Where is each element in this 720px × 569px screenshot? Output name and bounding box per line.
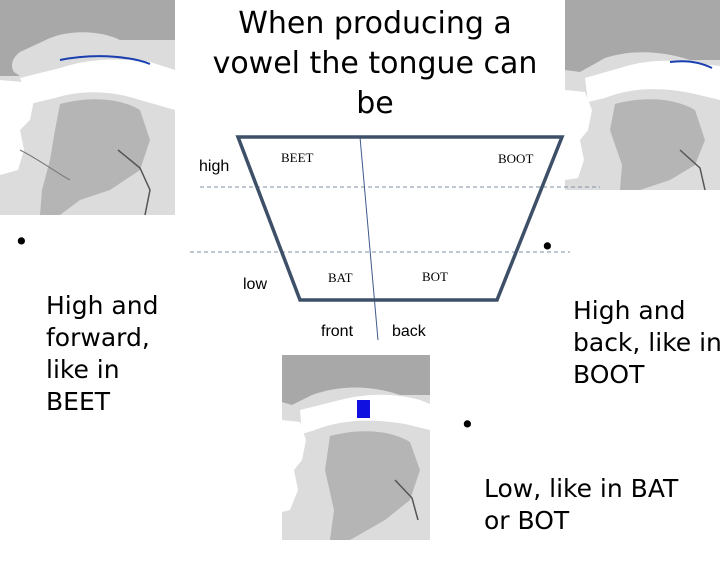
bullet-text: Low, like in BAT or BOT [484,474,679,535]
axis-label-back: back [392,323,426,340]
bullet-text: High and back, like in BOOT [573,296,720,389]
bullet-high-forward: • High and forward, like in BEET [14,226,204,450]
vowel-label-beet: BEET [281,150,314,165]
tongue-position-marker [357,400,370,418]
head-cross-section-top-right [565,0,720,191]
axis-label-low: low [243,276,268,293]
vowel-label-bat: BAT [328,270,353,285]
front-back-divider [359,136,379,341]
slide-title: When producing a vowel the tongue can be [212,6,538,121]
head-cross-section-bottom [282,355,430,540]
bullet-marker: • [540,232,555,261]
vowel-label-bot: BOT [422,269,448,284]
bullet-marker: • [460,410,475,439]
bullet-high-back: • High and back, like in BOOT [540,231,720,423]
vowel-label-boot: BOOT [498,151,534,166]
bullet-low: • Low, like in BAT or BOT [460,409,720,569]
bullet-marker: • [14,227,29,256]
bullet-text: High and forward, like in BEET [46,291,159,416]
vowel-trapezoid-chart [190,135,600,341]
axis-label-front: front [321,323,354,340]
vocal-tract-top-left [0,0,720,540]
head-cross-section-top-left [0,0,175,216]
vowel-trapezoid [235,135,565,302]
axis-label-high: high [199,158,230,175]
